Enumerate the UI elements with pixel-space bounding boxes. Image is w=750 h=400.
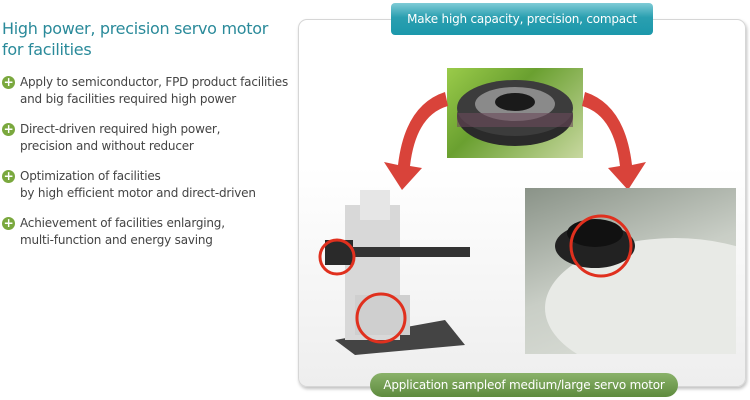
list-item: + Achievement of facilities enlarging, mul… xyxy=(2,215,288,249)
page-title: High power, precision servo motor for fa… xyxy=(2,19,268,59)
list-item: + Apply to semiconductor, FPD product fac… xyxy=(2,74,288,108)
plus-icon: + xyxy=(2,75,15,89)
arrows-graphic xyxy=(384,92,646,190)
feature-line: Achievement of facilities enlarging, xyxy=(20,216,225,230)
feature-line: and big facilities required high power xyxy=(20,92,236,106)
robot-image xyxy=(315,185,470,355)
feature-line: Apply to semiconductor, FPD product faci… xyxy=(20,75,289,89)
feature-line: precision and without reducer xyxy=(20,139,194,153)
feature-line: multi-function and energy saving xyxy=(20,233,213,247)
feature-list: + Apply to semiconductor, FPD product fac… xyxy=(2,74,288,262)
plus-icon: + xyxy=(2,122,15,136)
servo-motor-image xyxy=(447,68,583,158)
feature-line: by high efficient motor and direct-drive… xyxy=(20,186,256,200)
feature-line: Optimization of facilities xyxy=(20,169,161,183)
capacity-badge: Make high capacity, precision, compact xyxy=(391,3,653,35)
right-arrow-icon xyxy=(582,92,646,190)
rotary-table-image xyxy=(525,188,736,354)
plus-icon: + xyxy=(2,216,15,230)
left-arrow-icon xyxy=(384,92,448,190)
feature-line: Direct-driven required high power, xyxy=(20,122,221,136)
plus-icon: + xyxy=(2,169,15,183)
list-item: + Direct-driven required high power, preci… xyxy=(2,121,288,155)
list-item: + Optimization of facilities by high effic… xyxy=(2,168,288,202)
application-badge: Application sampleof medium/large servo … xyxy=(370,373,678,397)
